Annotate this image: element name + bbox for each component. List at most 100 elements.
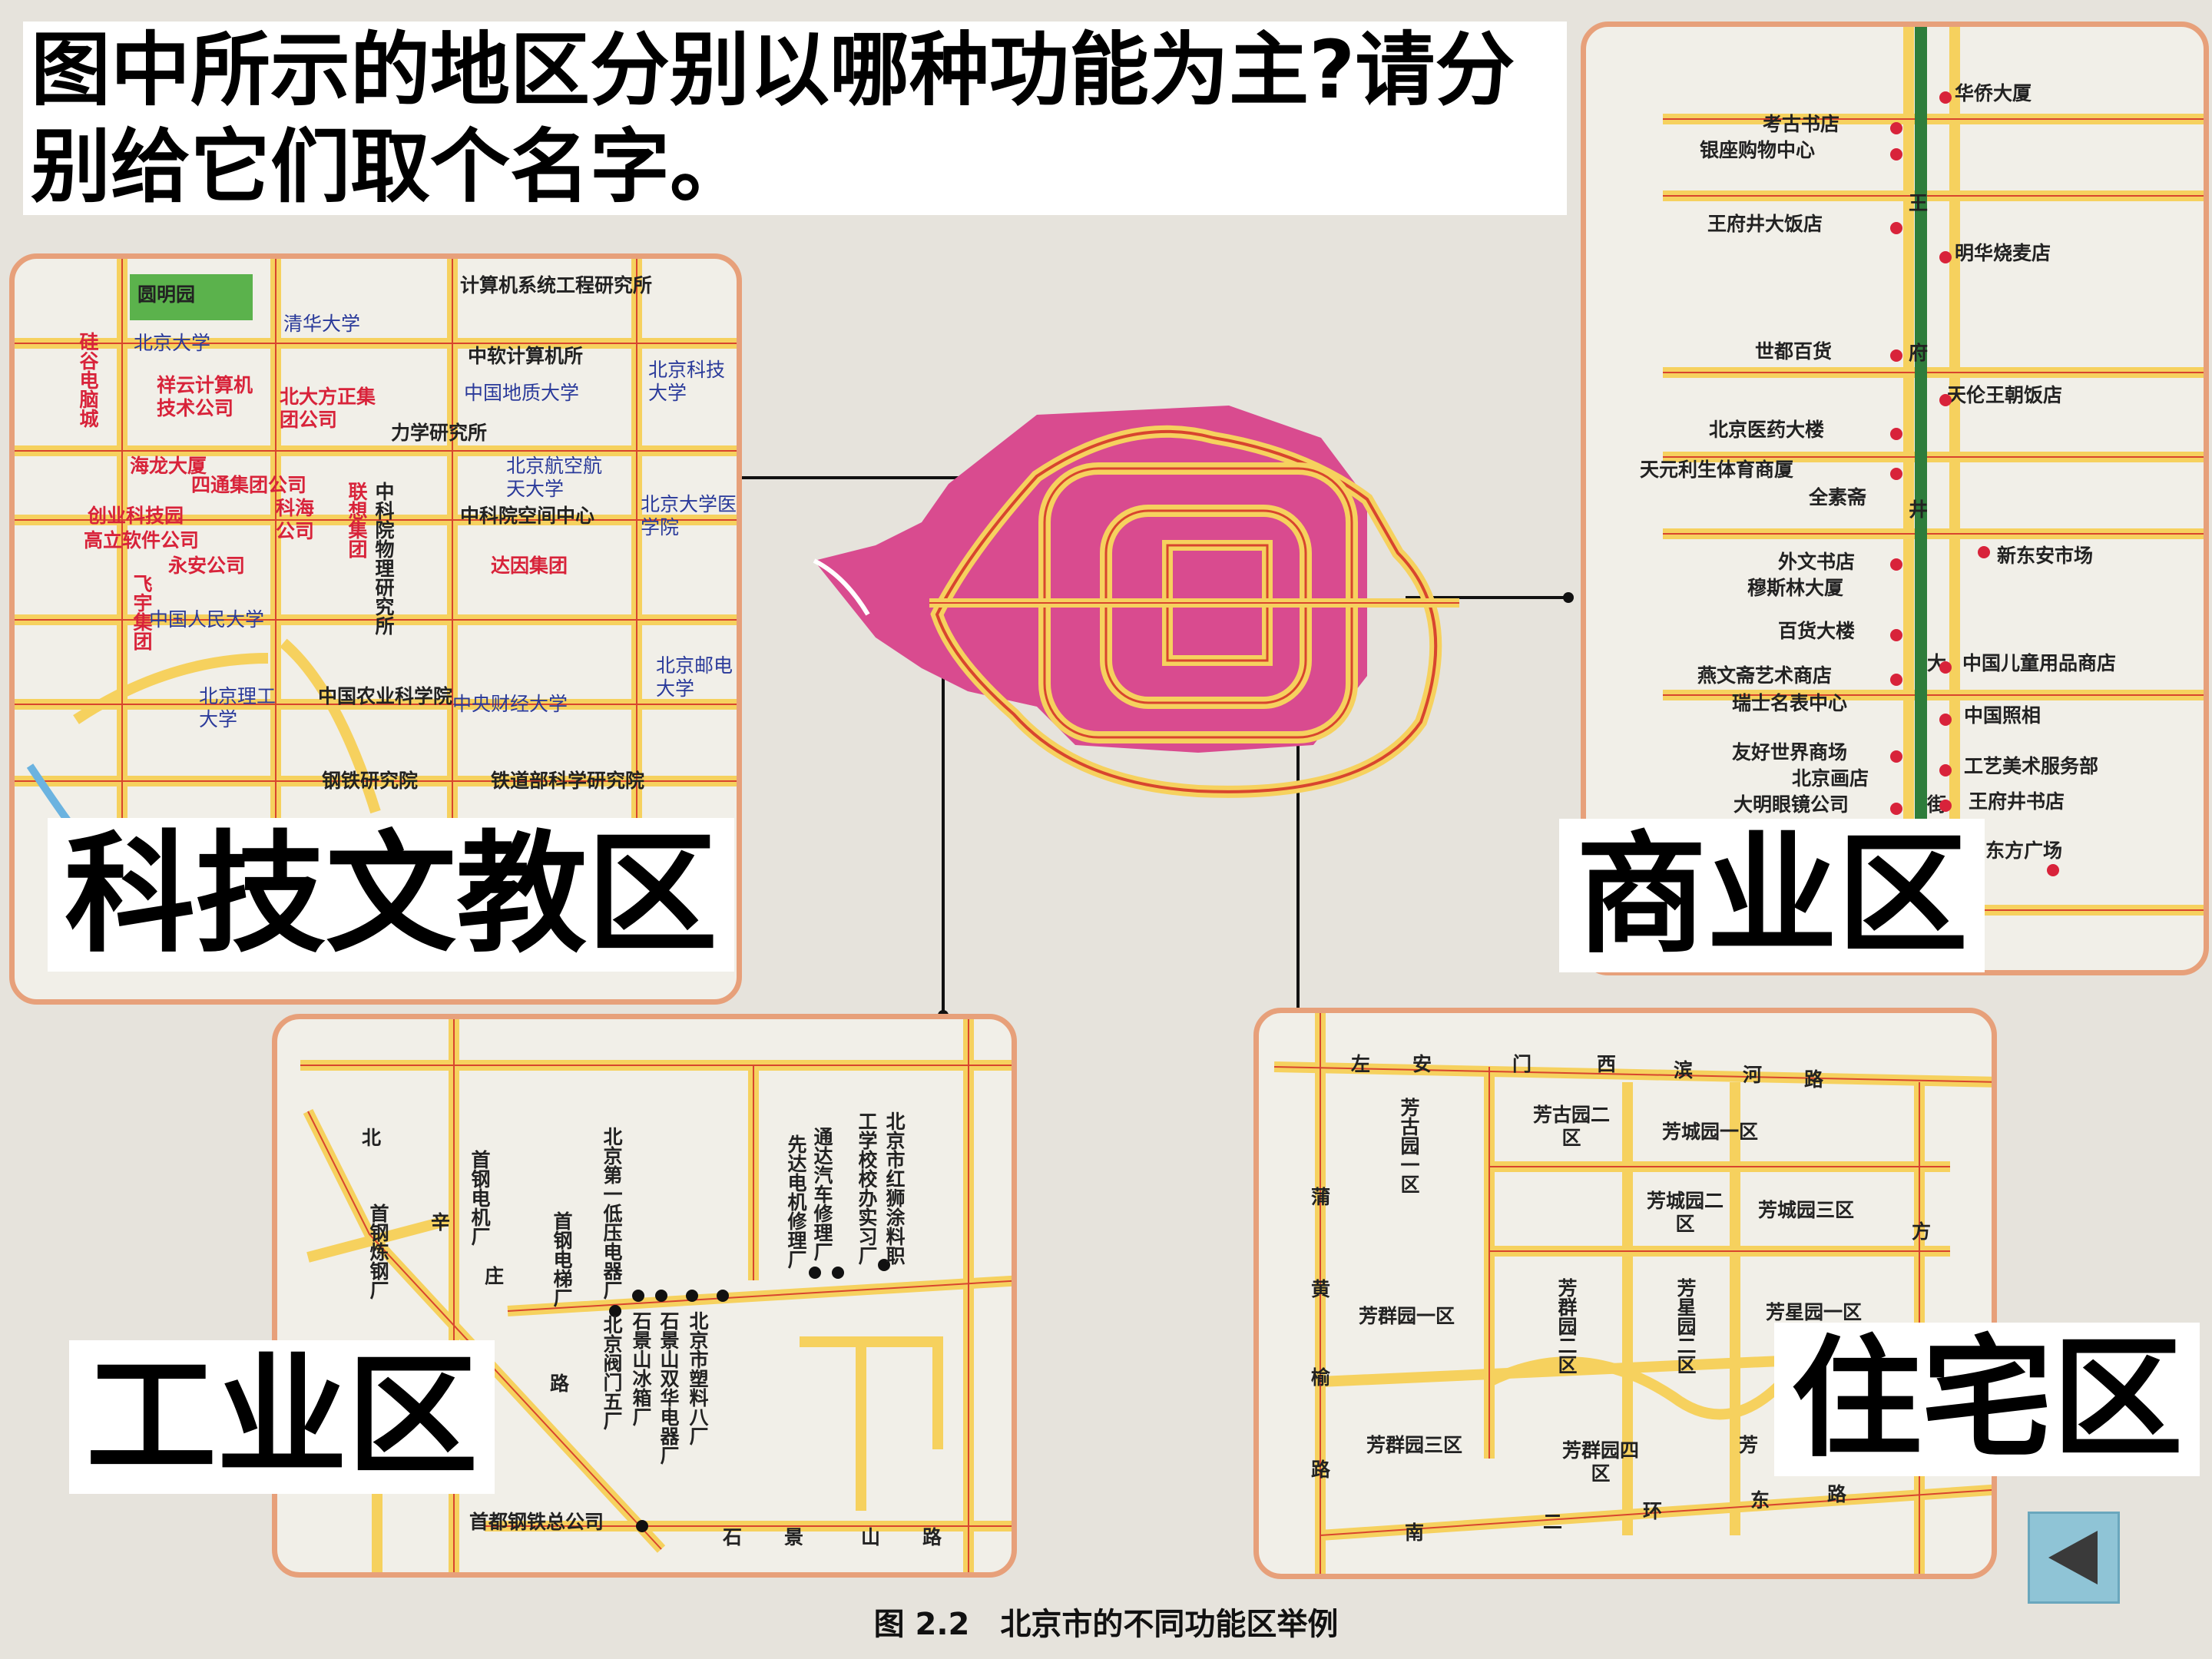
- map-label: 祥云计算机技术公司: [157, 374, 253, 419]
- road-char: 南: [1405, 1522, 1425, 1544]
- map-label: 中科院物理研究所: [373, 482, 395, 635]
- map-label: 穆斯林大厦: [1747, 577, 1844, 599]
- map-label: 友好世界商场: [1732, 741, 1848, 763]
- map-label: 计算机系统工程研究所: [460, 274, 653, 296]
- map-label: 北京市红狮涂料职: [883, 1111, 906, 1265]
- question-text: 图中所示的地区分别以哪种功能为主?请分别给它们取个名字。: [23, 22, 1567, 215]
- map-label: 首钢电机厂: [469, 1150, 491, 1246]
- map-label: 高立软件公司: [84, 529, 200, 551]
- map-label: 全素斋: [1809, 486, 1867, 508]
- road-char: 山: [861, 1526, 881, 1548]
- map-label: 海龙大厦: [130, 455, 207, 477]
- road-char: 北: [362, 1127, 382, 1149]
- road-char: 路: [922, 1526, 942, 1548]
- map-label: 创业科技园: [88, 505, 184, 527]
- back-triangle-icon: [2048, 1531, 2098, 1584]
- map-label: 石景山双华电器厂: [657, 1311, 680, 1465]
- road-char: 环: [1643, 1500, 1663, 1522]
- road-char: 二: [1543, 1511, 1563, 1533]
- map-label: 芳群园二区: [1555, 1278, 1578, 1374]
- map-label: 首都钢铁总公司: [469, 1511, 604, 1533]
- map-label: 芳古园一区: [1398, 1098, 1420, 1194]
- map-label: 芳群园三区: [1366, 1434, 1463, 1456]
- road-char: 庄: [485, 1265, 505, 1287]
- map-label: 芳城园三区: [1758, 1199, 1855, 1221]
- road-char: 路: [1804, 1068, 1824, 1091]
- map-label: 明华烧麦店: [1955, 242, 2051, 264]
- map-label: 中央财经大学: [452, 693, 568, 715]
- map-label: 北京市塑料八厂: [687, 1311, 709, 1445]
- map-label: 芳星园一区: [1766, 1301, 1863, 1323]
- map-label: 四通集团公司: [191, 474, 307, 496]
- map-label: 天元利生体育商厦: [1640, 459, 1794, 481]
- map-label: 北京阀门五厂: [601, 1315, 623, 1430]
- map-label: 钢铁研究院: [322, 770, 419, 792]
- map-label: 北京邮电大学: [656, 654, 733, 700]
- central-city-map: [813, 406, 1459, 798]
- map-label: 百货大楼: [1778, 620, 1856, 642]
- street-char: 井: [1909, 498, 1929, 521]
- map-label: 考古书店: [1763, 113, 1840, 135]
- road-char: 路: [1827, 1483, 1847, 1505]
- road-char: 滨: [1674, 1059, 1694, 1081]
- map-label: 芳群园四区: [1561, 1439, 1639, 1485]
- road-char: 辛: [431, 1211, 451, 1233]
- zone-label-industrial: 工业区: [69, 1340, 495, 1494]
- map-label: 石景山冰箱厂: [630, 1311, 652, 1426]
- road-char: 黄: [1311, 1278, 1331, 1300]
- map-label: 北京科技大学: [648, 359, 726, 404]
- map-label: 东方广场: [1985, 839, 2063, 862]
- map-label: 先达电机修理厂: [785, 1134, 807, 1269]
- road-char: 蒲: [1311, 1186, 1331, 1208]
- map-label: 中科院空间中心: [460, 505, 595, 527]
- map-label: 王府井大饭店: [1707, 213, 1823, 235]
- map-label: 达因集团: [491, 555, 568, 577]
- map-label: 清华大学: [283, 313, 361, 335]
- back-button[interactable]: [2028, 1512, 2120, 1604]
- road-char: 路: [1311, 1459, 1331, 1481]
- road-char: 路: [550, 1373, 570, 1395]
- street-char: 王: [1909, 192, 1929, 214]
- map-label: 北京医药大楼: [1709, 419, 1825, 441]
- map-label: 北京理工大学: [199, 685, 276, 730]
- map-label: 新东安市场: [1997, 545, 2094, 567]
- zone-label-residential: 住宅区: [1774, 1323, 2200, 1476]
- map-label: 北京第一低压电器厂: [601, 1127, 623, 1300]
- road-char: 门: [1512, 1053, 1532, 1075]
- road-char: 石: [723, 1526, 743, 1548]
- road-char: 榆: [1311, 1366, 1331, 1389]
- map-label: 王府井书店: [1969, 790, 2065, 813]
- map-label: 飞宇集团: [131, 574, 153, 651]
- map-label: 华侨大厦: [1955, 82, 2032, 104]
- map-label: 北京大学: [134, 332, 211, 354]
- map-label: 北大方正集团公司: [280, 386, 376, 431]
- map-label: 工学校校办实习厂: [856, 1111, 878, 1265]
- figure-caption: 图 2.2 北京市的不同功能区举例: [873, 1607, 1339, 1642]
- map-label: 中国照相: [1964, 704, 2041, 727]
- zone-label-tech: 科技文教区: [48, 818, 735, 972]
- road-char: 方: [1912, 1220, 1932, 1243]
- map-label: 北京航空航天大学: [506, 455, 603, 500]
- map-label: 大明眼镜公司: [1734, 793, 1849, 816]
- road-char: 景: [784, 1526, 804, 1548]
- map-label: 芳: [1739, 1434, 1759, 1456]
- map-label: 中国人民大学: [149, 608, 265, 631]
- map-label: 瑞士名表中心: [1732, 692, 1848, 714]
- map-label: 圆明园: [137, 283, 196, 306]
- map-label: 通达汽车修理厂: [811, 1127, 833, 1261]
- map-label: 联想集团: [346, 482, 368, 558]
- map-label: 北京大学医学院: [641, 493, 737, 538]
- map-label: 芳群园一区: [1359, 1305, 1455, 1327]
- map-label: 芳城园二区: [1646, 1190, 1724, 1235]
- road-char: 西: [1597, 1053, 1617, 1075]
- map-label: 银座购物中心: [1700, 139, 1816, 161]
- map-label: 硅谷电脑城: [77, 332, 99, 428]
- zone-label-commercial: 商业区: [1559, 819, 1985, 972]
- street-char: 府: [1909, 342, 1929, 364]
- map-label: 外文书店: [1778, 551, 1856, 573]
- map-label: 世都百货: [1755, 340, 1833, 363]
- map-label: 首钢炼钢厂: [367, 1204, 389, 1300]
- map-label: 科海公司: [276, 497, 315, 542]
- map-label: 天伦王朝饭店: [1947, 384, 2063, 406]
- map-label: 首钢电梯厂: [551, 1211, 573, 1307]
